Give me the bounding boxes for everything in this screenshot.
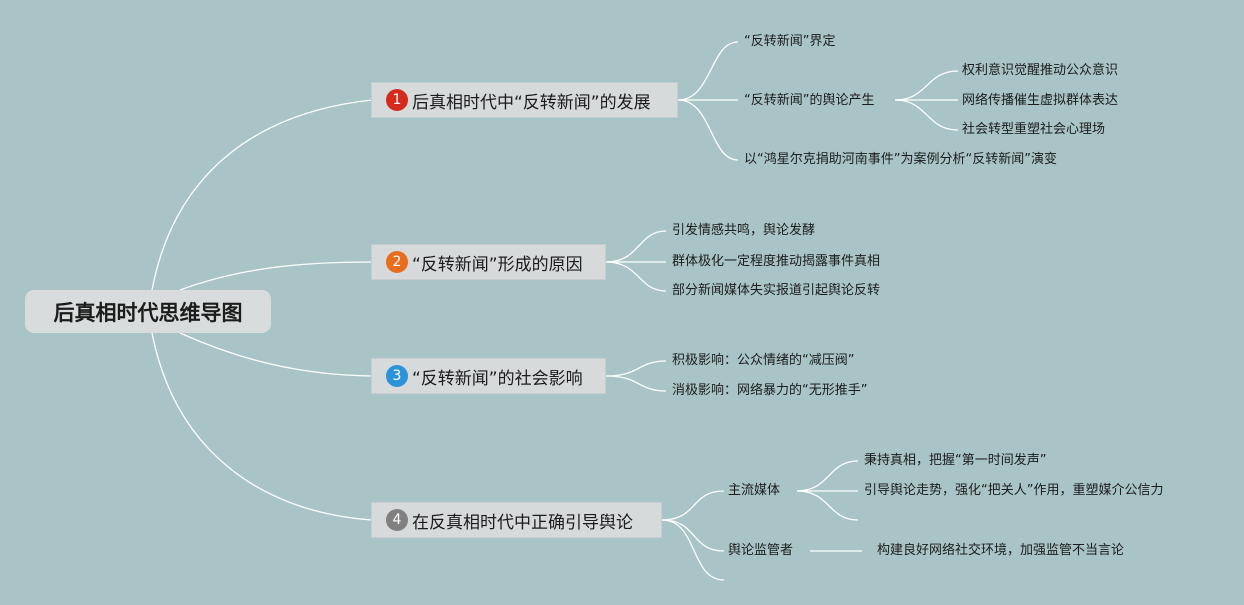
link-b4c1-g3 <box>796 490 859 521</box>
link-b4-c2 <box>661 519 725 552</box>
link-b1c2-g3 <box>894 99 959 131</box>
branch-3-child-2[interactable]: 消极影响：网络暴力的“无形推手” <box>672 383 868 398</box>
branch-4-label: 在反真相时代中正确引导舆论 <box>412 512 633 533</box>
branch-2-child-1[interactable]: 引发情感共鸣，舆论发酵 <box>672 223 816 238</box>
branch-1-grandchild-1[interactable]: 权利意识觉醒推动公众意识 <box>962 63 1119 78</box>
branch-4-grandchild-1[interactable]: 秉持真相，把握“第一时间发声” <box>864 453 1047 468</box>
branch-2-topic[interactable]: 2 “反转新闻”形成的原因 <box>371 244 606 280</box>
link-root-branch1 <box>151 99 373 291</box>
link-root-branch4 <box>151 332 373 521</box>
branch-1-child-3[interactable]: 以“鸿星尔克捐助河南事件”为案例分析“反转新闻”演变 <box>744 152 1057 167</box>
branch-3-topic[interactable]: 3 “反转新闻”的社会影响 <box>371 358 606 394</box>
link-root-branch2 <box>179 261 373 291</box>
branch-4-child-1[interactable]: 主流媒体 <box>728 483 781 498</box>
branch-4-topic[interactable]: 4 在反真相时代中正确引导舆论 <box>371 502 662 538</box>
link-b1c2-g1 <box>894 70 959 101</box>
root-topic[interactable]: 后真相时代思维导图 <box>25 290 271 333</box>
link-b3-c1 <box>605 360 667 377</box>
branch-1-label: 后真相时代中“反转新闻”的发展 <box>412 92 651 113</box>
branch-1-grandchild-2[interactable]: 网络传播催生虚拟群体表达 <box>962 93 1119 108</box>
link-b2-c3 <box>605 261 667 292</box>
link-b3-c2 <box>605 375 667 392</box>
link-b4-c1 <box>661 490 725 521</box>
branch-1-topic[interactable]: 1 后真相时代中“反转新闻”的发展 <box>371 82 678 118</box>
branch-4-grandchild-2[interactable]: 引导舆论走势，强化“把关人”作用，重塑媒介公信力 <box>864 483 1164 498</box>
link-b1-c3 <box>677 99 739 161</box>
link-b4c1-g1 <box>796 460 859 492</box>
link-root-branch3 <box>179 332 373 377</box>
branch-2-child-3[interactable]: 部分新闻媒体失实报道引起舆论反转 <box>672 283 881 298</box>
number-2-icon: 2 <box>386 251 408 273</box>
branch-1-child-1[interactable]: “反转新闻”界定 <box>744 34 836 49</box>
branch-2-label: “反转新闻”形成的原因 <box>412 254 583 275</box>
branch-2-child-2[interactable]: 群体极化一定程度推动揭露事件真相 <box>672 254 881 269</box>
link-b2-c1 <box>605 230 667 263</box>
branch-1-child-2[interactable]: “反转新闻”的舆论产生 <box>744 93 875 108</box>
branch-3-child-1[interactable]: 积极影响：公众情绪的“减压阀” <box>672 353 855 368</box>
branch-1-grandchild-3[interactable]: 社会转型重塑社会心理场 <box>962 122 1106 137</box>
branch-4-child-2[interactable]: 舆论监管者 <box>728 543 794 558</box>
root-topic-label: 后真相时代思维导图 <box>53 300 243 325</box>
number-1-icon: 1 <box>386 89 408 111</box>
link-b4-c-empty <box>661 519 725 581</box>
branch-4-grandchild-3[interactable]: 构建良好网络社交环境，加强监管不当言论 <box>877 543 1125 558</box>
branch-3-label: “反转新闻”的社会影响 <box>412 368 583 389</box>
link-b1-c1 <box>677 41 739 101</box>
number-3-icon: 3 <box>386 365 408 387</box>
number-4-icon: 4 <box>386 509 408 531</box>
